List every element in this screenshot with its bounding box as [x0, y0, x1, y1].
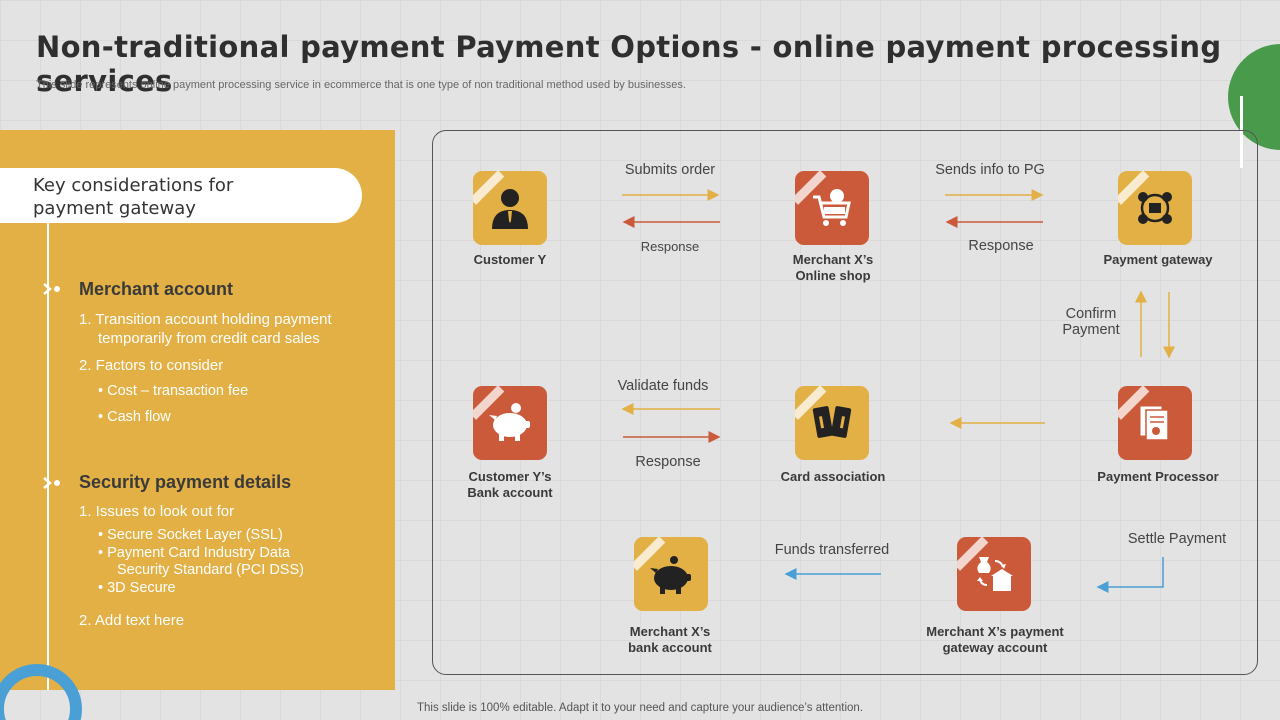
- label-response-3: Response: [635, 454, 701, 470]
- heading-line-1: Key considerations for: [33, 175, 234, 196]
- gateway-account-label: Merchant X’s payment gateway account: [910, 624, 1080, 656]
- bank-node: [473, 386, 547, 460]
- customer-node: [473, 171, 547, 245]
- shop-label-line-2: Online shop: [795, 268, 871, 283]
- merchant-item-1: 1. Transition account holding payment: [79, 311, 332, 328]
- label-response-1: Response: [640, 239, 700, 254]
- money-transfer-icon: [977, 557, 1013, 591]
- shop-node: [795, 171, 869, 245]
- merchant-bullet-1: • Cost – transaction fee: [98, 383, 249, 399]
- piggy-bank-icon: [489, 403, 530, 441]
- arrow-settle-payment: [1096, 557, 1164, 593]
- security-bullet-2: • Payment Card Industry Data: [98, 545, 291, 561]
- label-settle-payment: Settle Payment: [1127, 531, 1227, 547]
- processor-node: [1118, 386, 1192, 460]
- card-label: Card association: [748, 469, 918, 485]
- merchant-bank-label: Merchant X’s bank account: [585, 624, 755, 656]
- security-bullet-1: • Secure Socket Layer (SSL): [98, 527, 283, 543]
- processor-label-line-1: Payment Processor: [1097, 469, 1219, 484]
- merchant-item-1-cont: temporarily from credit card sales: [98, 330, 320, 347]
- merchant-bank-label-line-1: Merchant X’s: [629, 624, 711, 639]
- timeline-line: [47, 222, 49, 690]
- label-confirm-payment: Confirm Payment: [1050, 306, 1132, 338]
- documents-icon: [1139, 405, 1169, 441]
- gateway-account-node: [957, 537, 1031, 611]
- label-submits-order: Submits order: [624, 162, 716, 178]
- cards-icon: [812, 406, 852, 438]
- security-bullet-2-cont: Security Standard (PCI DSS): [117, 562, 304, 578]
- security-bullet-3: • 3D Secure: [98, 580, 176, 596]
- merchant-account-title: Merchant account: [79, 279, 234, 299]
- gateway-label-line-1: Payment gateway: [1103, 252, 1213, 267]
- security-item-2: 2. Add text here: [79, 612, 185, 629]
- shop-label-line-1: Merchant X’s: [792, 252, 874, 267]
- label-funds-transferred: Funds transferred: [774, 542, 890, 558]
- heading-line-2: payment gateway: [33, 198, 196, 219]
- card-label-line-1: Card association: [780, 469, 886, 484]
- network-icon: [1138, 192, 1172, 224]
- customer-label-line-1: Customer Y: [473, 252, 547, 267]
- gateway-account-label-line-1: Merchant X’s payment: [926, 624, 1064, 639]
- label-response-2: Response: [968, 238, 1034, 254]
- chevron-right-icon: [42, 477, 62, 489]
- bank-label-line-2: Bank account: [467, 485, 553, 500]
- considerations-panel: [0, 130, 395, 690]
- label-confirm-line-1: Confirm: [1065, 306, 1117, 322]
- slide-subtitle: This slide represents online payment pro…: [36, 79, 686, 91]
- merchant-item-2: 2. Factors to consider: [79, 357, 224, 374]
- label-validate-funds: Validate funds: [617, 378, 709, 394]
- slide-footer: This slide is 100% editable. Adapt it to…: [416, 702, 864, 714]
- merchant-bullet-2: • Cash flow: [98, 409, 171, 425]
- slide-title: Non-traditional payment Payment Options …: [36, 30, 1222, 98]
- bank-label-line-1: Customer Y’s: [468, 469, 552, 484]
- customer-label: Customer Y: [425, 252, 595, 268]
- cart-icon: [813, 189, 851, 226]
- decorative-bar: [1240, 96, 1243, 168]
- considerations-heading: Key considerations for payment gateway: [0, 168, 362, 223]
- piggy-bank-icon: [650, 556, 691, 594]
- merchant-bank-node: [634, 537, 708, 611]
- person-icon: [492, 189, 528, 229]
- flow-diagram-frame: [432, 130, 1258, 675]
- processor-label: Payment Processor: [1073, 469, 1243, 485]
- gateway-node: [1118, 171, 1192, 245]
- bank-label: Customer Y’s Bank account: [425, 469, 595, 501]
- gateway-account-label-line-2: gateway account: [942, 640, 1048, 655]
- shop-label: Merchant X’s Online shop: [748, 252, 918, 284]
- gateway-label: Payment gateway: [1073, 252, 1243, 268]
- merchant-bank-label-line-2: bank account: [628, 640, 712, 655]
- label-confirm-line-2: Payment: [1062, 322, 1120, 338]
- security-item-1: 1. Issues to look out for: [79, 503, 235, 520]
- chevron-right-icon: [42, 283, 62, 295]
- card-node: [795, 386, 869, 460]
- security-title: Security payment details: [79, 472, 292, 492]
- label-sends-info: Sends info to PG: [935, 162, 1045, 178]
